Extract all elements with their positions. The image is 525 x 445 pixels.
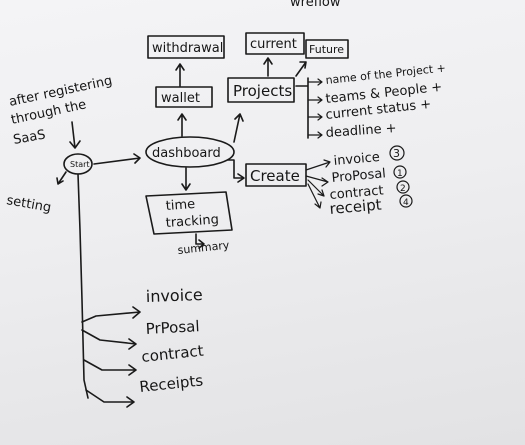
create-item-invoice-label: invoice [333, 150, 380, 169]
create-item-invoice: invoice 3 [333, 145, 405, 169]
projects-details-bracket [295, 77, 309, 139]
arrow-projects-current [263, 57, 273, 77]
bottom-item-contract: contract [141, 342, 205, 366]
detail-arrow-2 [307, 96, 323, 104]
dashboard-node: dashboard [145, 136, 235, 168]
arrow-note-start [69, 121, 81, 149]
detail-arrow-4 [307, 131, 323, 139]
bottom-arrow-receipts [85, 389, 135, 408]
withdrawal-node: withdrawal [147, 35, 225, 59]
bottom-arrow-invoice [81, 306, 141, 323]
header-text: wreflow [290, 0, 341, 10]
arrow-dashboard-time [181, 167, 191, 191]
start-vertical-line [77, 173, 89, 399]
current-node: current [245, 32, 305, 55]
projects-node: Projects [227, 77, 295, 103]
arrow-start-dashboard [93, 153, 141, 165]
wallet-node: wallet [155, 86, 213, 108]
arrow-dashboard-create [227, 159, 245, 183]
bottom-item-invoice: invoice [145, 285, 203, 306]
create-item-receipt-num: 4 [403, 198, 409, 208]
create-arrow-1 [305, 159, 331, 171]
create-item-receipt: receipt 4 [329, 194, 413, 218]
arrow-dashboard-projects [233, 113, 244, 143]
time-tracking-label-1: time [165, 197, 195, 214]
note-line-3: SaaS [12, 128, 47, 148]
summary-label: summary [177, 239, 230, 257]
arrow-wallet-withdrawal [175, 63, 185, 87]
setting-label: setting [5, 193, 52, 216]
arrow-start-setting [56, 171, 67, 185]
bottom-item-proposal: PrPosal [145, 317, 200, 338]
time-tracking-label-2: tracking [165, 212, 219, 231]
create-label: Create [250, 167, 300, 185]
create-item-contract-num: 2 [400, 184, 406, 194]
projects-label: Projects [233, 82, 292, 100]
create-item-invoice-num: 3 [393, 147, 400, 160]
create-item-contract-label: contract [329, 183, 384, 203]
create-item-proposal: ProPosal 1 [331, 165, 407, 186]
bottom-item-receipts: Receipts [139, 371, 205, 396]
create-item-contract: contract 2 [329, 180, 410, 203]
time-tracking-node: time tracking [145, 191, 233, 235]
detail-arrow-1 [307, 78, 323, 86]
dashboard-label: dashboard [152, 146, 221, 161]
start-label: Start [70, 160, 90, 169]
create-arrow-2 [305, 175, 329, 187]
arrow-projects-future [295, 61, 307, 77]
current-label: current [250, 37, 297, 52]
create-item-proposal-num: 1 [397, 169, 403, 179]
arrow-time-summary [195, 233, 205, 249]
create-arrow-3 [307, 179, 325, 197]
detail-arrow-3 [307, 113, 323, 121]
create-node: Create [245, 163, 307, 187]
arrow-dashboard-wallet [177, 113, 187, 137]
future-label: Future [309, 43, 344, 56]
create-item-proposal-label: ProPosal [331, 166, 386, 186]
create-arrow-4 [307, 183, 322, 209]
withdrawal-label: withdrawal [152, 41, 223, 56]
create-item-receipt-label: receipt [329, 196, 383, 218]
future-node: Future [305, 39, 349, 59]
project-detail-4: deadline + [325, 121, 397, 141]
start-node: Start [63, 153, 93, 175]
bottom-arrow-proposal [81, 329, 137, 350]
bottom-arrow-contract [83, 359, 137, 376]
wallet-label: wallet [161, 91, 200, 106]
